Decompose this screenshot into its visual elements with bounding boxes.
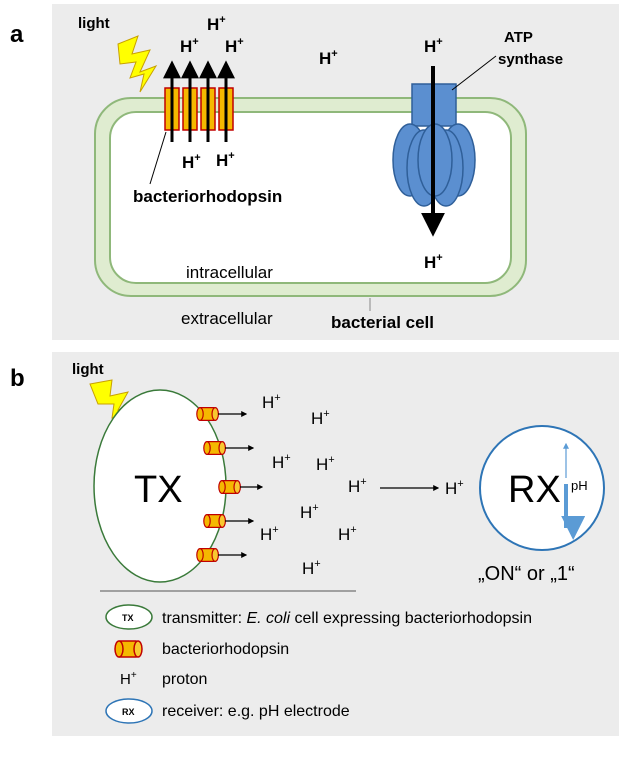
proton-a-5: H+ [182,152,201,172]
legend-br-text: bacteriorhodopsin [162,641,289,658]
panel-a: a intracellular extracellular bacterial … [10,4,619,340]
atp-label-line2: synthase [498,51,563,68]
intracellular-label: intracellular [186,263,273,282]
legend-tx-icon-label: TX [122,613,134,623]
bacterial-cell-label: bacterial cell [331,313,434,332]
tx-bacteriorhodopsins [196,406,264,563]
tx-br-1 [196,406,220,422]
panel-a-lightning-icon [117,35,158,93]
panel-b-letter: b [10,365,25,392]
legend-br-icon [114,640,143,658]
legend-proton-text: proton [162,671,207,688]
tx-br-2 [203,440,227,456]
on-label: „ON“ or „1“ [478,563,575,585]
legend-tx-icon [105,604,153,630]
proton-a-2: H+ [180,36,199,56]
panel-b-light-label: light [72,361,104,378]
ph-label: pH [571,478,588,493]
proton-a-6: H+ [216,150,235,170]
panel-a-light-label: light [78,15,110,32]
proton-a-4: H+ [319,48,338,68]
panel-a-letter: a [10,21,24,48]
legend-rx-text: receiver: e.g. pH electrode [162,703,350,720]
rx-label: RX [508,469,561,511]
proton-b-5: H+ [348,476,367,496]
proton-b-4: H+ [316,454,335,474]
tx-br-4 [203,513,227,529]
proton-b-9: H+ [302,558,321,578]
legend-proton-symbol: H+ [120,670,137,688]
legend-rx-icon-label: RX [122,707,135,717]
proton-a-8: H+ [424,252,443,272]
legend: TX transmitter: E. coli cell expressing … [105,604,532,724]
proton-b-3: H+ [272,452,291,472]
tx-label: TX [134,469,183,511]
proton-b-10: H+ [445,478,464,498]
panel-b: b light TX H+ H+ H+ H+ H+ H+ H+ [10,352,619,736]
proton-a-7: H+ [424,36,443,56]
proton-b-7: H+ [260,524,279,544]
proton-b-6: H+ [300,502,319,522]
extracellular-label: extracellular [181,309,273,328]
atp-synthase [392,66,476,237]
proton-b-8: H+ [338,524,357,544]
bacteriorhodopsin-pointer [149,131,167,185]
proton-b-1: H+ [262,392,281,412]
legend-rx-icon [105,698,153,724]
tx-br-5 [196,547,220,563]
atp-label-line1: ATP [504,29,533,46]
atp-synthase-pointer [451,55,497,91]
legend-tx-text: transmitter: E. coli cell expressing bac… [162,610,532,627]
proton-a-3: H+ [225,36,244,56]
bacteriorhodopsin-label: bacteriorhodopsin [133,187,282,206]
proton-b-2: H+ [311,408,330,428]
tx-br-3 [218,479,242,495]
proton-a-1: H+ [207,14,226,34]
bacteriorhodopsin-complex [163,60,235,142]
